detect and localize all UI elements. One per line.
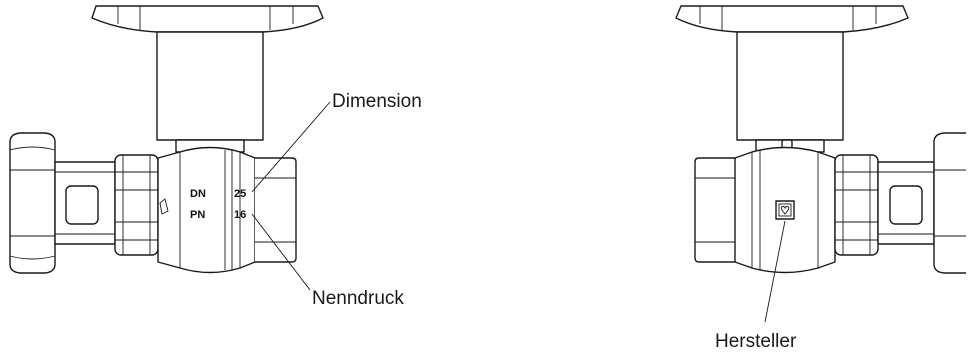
valve-body-front: DN PN 25 16	[157, 146, 256, 274]
end-socket-rear	[694, 157, 735, 263]
dn-value: 25	[234, 188, 246, 200]
valve-body-rear	[734, 146, 836, 274]
dimension-label: Dimension	[332, 91, 422, 112]
union-nut-right	[933, 132, 966, 274]
manufacturer-label: Hersteller	[715, 331, 797, 352]
pn-value: 16	[234, 209, 246, 221]
tailpiece-right	[877, 161, 935, 245]
valve-rear-view	[675, 5, 966, 323]
pressure-leader	[251, 213, 311, 291]
valve-front-view: DN PN 25 16	[9, 5, 331, 291]
tailpiece-left	[54, 161, 116, 245]
manufacturer-leader	[764, 220, 786, 323]
union-nut-left	[9, 132, 56, 274]
coupling-nut-right	[834, 154, 879, 256]
handle-front	[91, 5, 324, 153]
heart-in-square-icon	[775, 200, 795, 220]
end-socket-front	[255, 157, 297, 263]
coupling-nut-left	[114, 154, 159, 256]
nominal-pressure-label: Nenndruck	[312, 288, 404, 309]
dimension-leader	[251, 101, 331, 193]
pn-label: PN	[190, 209, 205, 221]
dn-label: DN	[190, 188, 206, 200]
handle-rear	[675, 5, 909, 153]
